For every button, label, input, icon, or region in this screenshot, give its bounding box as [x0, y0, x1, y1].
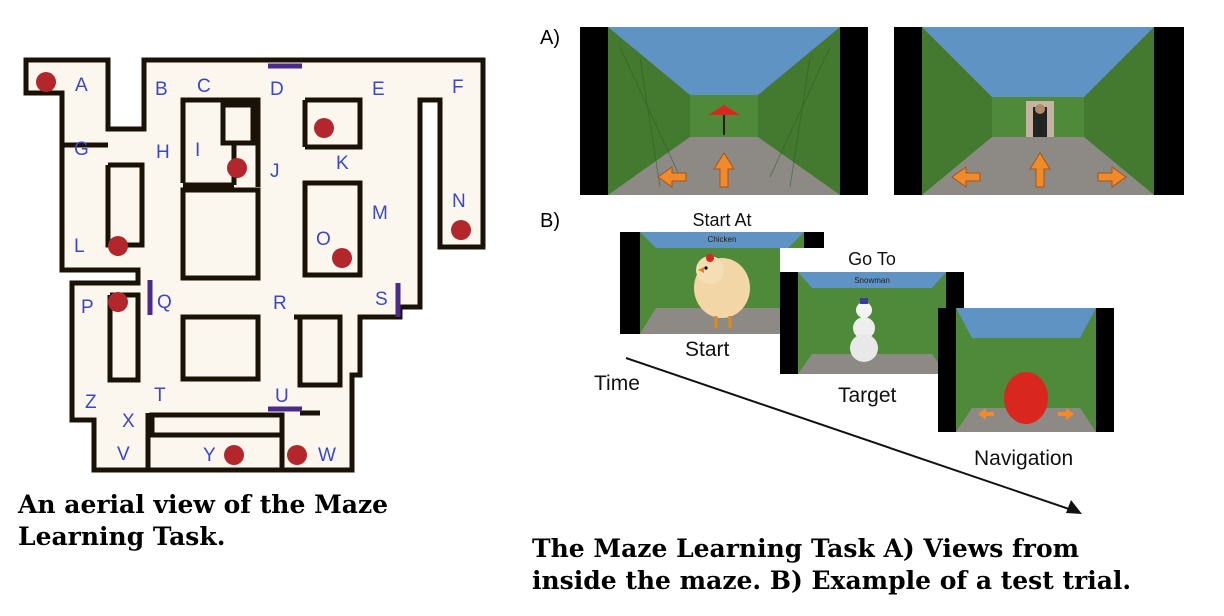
object-l	[108, 236, 128, 256]
landmark-label: B	[155, 79, 168, 100]
start-caption: Start	[685, 338, 730, 361]
maze-view-umbrella	[580, 27, 868, 195]
object-w	[287, 445, 307, 465]
panel-a-label: A)	[540, 27, 560, 49]
goal-header: Go To	[848, 249, 896, 269]
start-sign: Chicken	[707, 235, 737, 244]
object-o	[332, 248, 352, 268]
maze-map: A B C D E F G H I J K L M N O P Q R S T …	[23, 57, 486, 473]
arrow-up-icon	[1029, 152, 1051, 188]
object-p	[108, 292, 128, 312]
landmark-label: Y	[203, 445, 216, 466]
maze-doors	[147, 63, 401, 412]
landmark-label: Z	[85, 392, 97, 413]
landmark-label: X	[122, 411, 135, 432]
goal-sign: Snowman	[854, 276, 890, 285]
landmark-label: D	[270, 79, 284, 100]
maze-objects	[36, 72, 471, 465]
landmark-label: P	[81, 297, 94, 318]
start-screen: Start At Chicken	[620, 210, 824, 334]
landmark-label: O	[316, 229, 331, 250]
landmark-label: U	[275, 386, 289, 407]
arrow-left-icon	[951, 166, 981, 188]
object-i	[227, 158, 247, 178]
time-arrow	[625, 357, 1082, 514]
start-header: Start At	[692, 210, 752, 230]
right-caption-line-1: The Maze Learning Task A) Views from	[532, 534, 1080, 563]
landmark-label: L	[74, 236, 85, 257]
start-screen-view	[620, 210, 824, 334]
arrow-right-icon	[1058, 408, 1074, 420]
goal-screen: Go To Snowman	[780, 248, 964, 374]
landmark-label: Q	[157, 292, 172, 313]
landmark-label: H	[156, 142, 170, 163]
landmark-label: G	[74, 139, 89, 160]
landmark-label: F	[452, 77, 464, 98]
left-caption: An aerial view of the Maze Learning Task…	[18, 489, 388, 553]
panel-b-label: B)	[540, 210, 560, 232]
arrow-up-icon	[713, 152, 735, 188]
goal-caption: Target	[838, 384, 897, 407]
maze-inner-walls	[62, 97, 363, 470]
landmark-label: S	[375, 289, 388, 310]
arrow-left-icon	[657, 166, 687, 188]
maze-view-person	[894, 27, 1184, 195]
landmark-label: J	[270, 161, 280, 182]
navigation-screen	[938, 308, 1114, 432]
landmark-label: I	[195, 140, 200, 161]
left-caption-line-2: Learning Task.	[18, 522, 226, 551]
landmark-label: V	[117, 444, 130, 465]
navigation-caption: Navigation	[974, 447, 1074, 470]
landmark-label: K	[336, 153, 349, 174]
object-k	[314, 118, 334, 138]
landmark-label: N	[452, 191, 466, 212]
right-caption: The Maze Learning Task A) Views from ins…	[532, 533, 1131, 597]
landmark-label: T	[154, 385, 166, 406]
object-n	[451, 220, 471, 240]
maze-letters: A B C D E F G H I J K L M N O P Q R S T …	[74, 75, 466, 466]
landmark-label: R	[273, 293, 287, 314]
right-caption-line-2: inside the maze. B) Example of a test tr…	[532, 566, 1132, 595]
landmark-label: W	[318, 445, 336, 466]
object-y	[224, 445, 244, 465]
time-label: Time	[594, 372, 640, 395]
landmark-label: M	[372, 203, 388, 224]
arrow-left-icon	[978, 408, 994, 420]
arrow-right-icon	[1097, 166, 1127, 188]
landmark-label: C	[197, 76, 211, 97]
left-caption-line-1: An aerial view of the Maze	[18, 490, 389, 519]
goal-screen-view	[780, 248, 964, 374]
object-a	[36, 72, 56, 92]
landmark-label: E	[372, 79, 385, 100]
landmark-label: A	[75, 75, 88, 96]
